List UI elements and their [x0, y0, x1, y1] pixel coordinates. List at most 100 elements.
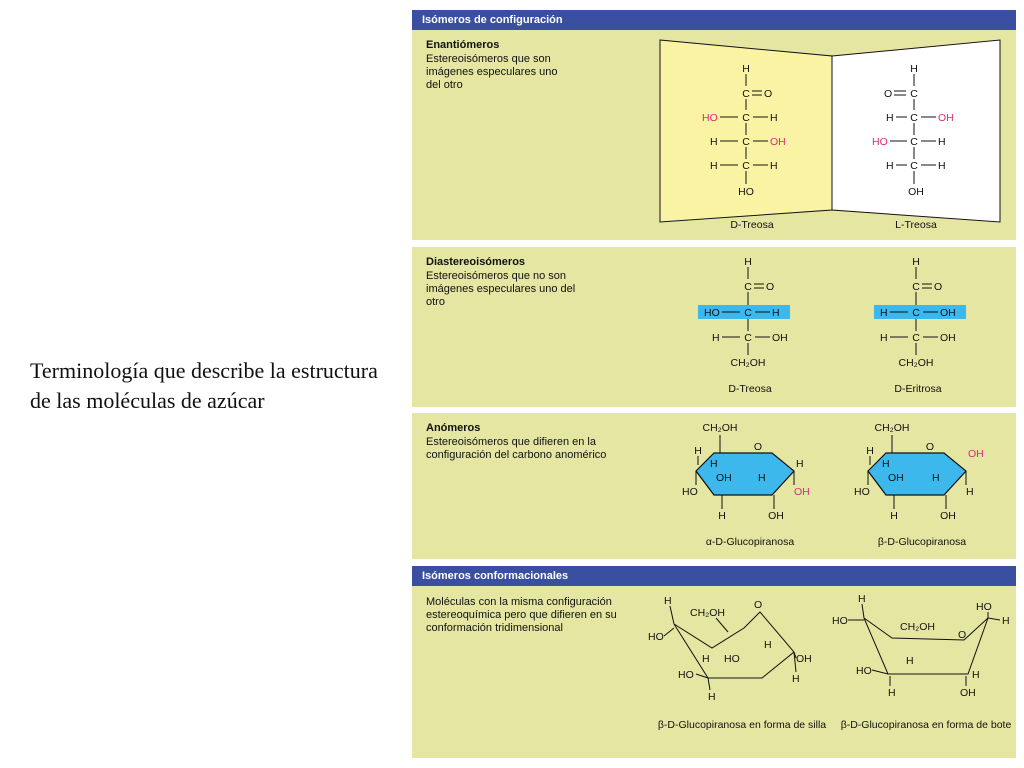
svg-text:CH₂OH: CH₂OH — [690, 607, 725, 619]
alpha-glucopyranose-ring: CH₂OH O H H OH H HO H OH H OH — [682, 422, 810, 522]
d-threose-structure: H C O HO C H H C OH H C H HO — [702, 63, 786, 198]
beta-glucopyranose-ring: CH₂OH O H H OH H HO OH H H OH — [854, 422, 984, 522]
conformational-figure: H HO CH₂OH O H HO H OH HO H H β-D-Glucop… — [648, 593, 1012, 731]
chair-label: β-D-Glucopiranosa en forma de silla — [658, 719, 826, 731]
d-threose-structure-2: H C O HO C H H C OH CH₂OH — [698, 256, 790, 369]
chair-conformation: H HO CH₂OH O H HO H OH HO H H — [648, 595, 812, 703]
highlight-bar — [698, 305, 790, 319]
svg-text:OH: OH — [716, 472, 732, 484]
svg-text:C: C — [910, 136, 918, 148]
svg-text:H: H — [712, 332, 720, 344]
mirror-right-pane — [831, 39, 1001, 223]
svg-text:C: C — [912, 281, 920, 293]
svg-text:O: O — [884, 88, 892, 100]
svg-text:H: H — [912, 256, 920, 268]
d-threose-label-2: D-Treosa — [728, 383, 772, 395]
diastereomers-title: Diastereoisómeros — [426, 256, 526, 268]
enantiomers-figure: H C O HO C H H C OH H C H HO — [659, 39, 1001, 231]
svg-text:HO: HO — [856, 665, 872, 677]
d-erythrose-structure: H C O H C OH H C OH CH₂OH — [874, 256, 966, 369]
svg-text:C: C — [742, 136, 750, 148]
svg-text:H: H — [718, 510, 726, 522]
d-erythrose-label: D-Eritrosa — [894, 383, 941, 395]
svg-text:H: H — [858, 593, 866, 605]
svg-text:C: C — [910, 112, 918, 124]
svg-text:H: H — [906, 655, 914, 667]
svg-text:C: C — [742, 112, 750, 124]
enantiomers-description: Estereoisómeros que son imágenes especul… — [426, 53, 558, 91]
svg-text:H: H — [710, 458, 718, 470]
svg-text:HO: HO — [702, 112, 718, 124]
configuration-header: Isómeros de configuración — [412, 10, 1016, 30]
svg-text:HO: HO — [678, 669, 694, 681]
svg-text:HO: HO — [872, 136, 888, 148]
svg-text:O: O — [934, 281, 942, 293]
svg-text:O: O — [766, 281, 774, 293]
svg-text:H: H — [702, 653, 710, 665]
svg-text:H: H — [938, 136, 946, 148]
svg-text:H: H — [932, 472, 940, 484]
svg-text:OH: OH — [940, 307, 956, 319]
conformational-panel: Isómeros conformacionales Moléculas con … — [412, 566, 1016, 758]
anomers-description: Estereoisómeros que difieren en la confi… — [426, 436, 607, 461]
svg-text:H: H — [792, 673, 800, 685]
svg-text:H: H — [694, 445, 702, 457]
svg-text:H: H — [772, 307, 780, 319]
svg-text:H: H — [886, 112, 894, 124]
l-threose-structure: H O C H C OH HO C H H C H OH — [872, 63, 954, 198]
svg-text:OH: OH — [908, 186, 924, 198]
l-threose-label: L-Treosa — [895, 219, 937, 231]
diastereomers-panel: Diastereoisómeros Estereoisómeros que no… — [412, 247, 1016, 407]
svg-text:HO: HO — [724, 653, 740, 665]
svg-text:C: C — [912, 332, 920, 344]
svg-text:O: O — [754, 441, 762, 453]
beta-glucopyranose-label: β-D-Glucopiranosa — [878, 536, 966, 548]
svg-text:H: H — [888, 687, 896, 699]
svg-text:CH₂OH: CH₂OH — [875, 422, 910, 434]
svg-text:C: C — [744, 281, 752, 293]
svg-text:H: H — [796, 458, 804, 470]
svg-text:CH₂OH: CH₂OH — [900, 621, 935, 633]
svg-text:C: C — [744, 307, 752, 319]
svg-text:C: C — [910, 88, 918, 100]
svg-text:HO: HO — [854, 486, 870, 498]
svg-text:H: H — [708, 691, 716, 703]
enantiomers-panel: Isómeros de configuración Enantiómeros E… — [412, 10, 1016, 240]
boat-label: β-D-Glucopiranosa en forma de bote — [841, 719, 1012, 731]
svg-text:H: H — [866, 445, 874, 457]
svg-text:H: H — [886, 160, 894, 172]
highlight-bar — [874, 305, 966, 319]
svg-text:H: H — [742, 63, 750, 75]
svg-text:OH: OH — [772, 332, 788, 344]
boat-conformation: H HO CH₂OH H HO H O HO H H OH — [832, 593, 1010, 699]
svg-text:H: H — [758, 472, 766, 484]
svg-text:OH: OH — [940, 332, 956, 344]
svg-text:H: H — [880, 307, 888, 319]
svg-text:O: O — [958, 629, 966, 641]
svg-text:H: H — [880, 332, 888, 344]
conformational-header: Isómeros conformacionales — [412, 566, 1016, 586]
svg-text:C: C — [910, 160, 918, 172]
anomers-panel: Anómeros Estereoisómeros que difieren en… — [412, 413, 1016, 559]
svg-text:OH: OH — [888, 472, 904, 484]
svg-text:O: O — [764, 88, 772, 100]
svg-text:OH: OH — [770, 136, 786, 148]
svg-text:OH: OH — [796, 653, 812, 665]
svg-text:HO: HO — [682, 486, 698, 498]
svg-text:CH₂OH: CH₂OH — [731, 357, 766, 369]
svg-text:CH₂OH: CH₂OH — [899, 357, 934, 369]
enantiomers-title: Enantiómeros — [426, 39, 500, 51]
svg-text:H: H — [966, 486, 974, 498]
svg-text:HO: HO — [704, 307, 720, 319]
svg-text:H: H — [910, 63, 918, 75]
diastereomers-description: Estereoisómeros que no son imágenes espe… — [426, 270, 576, 308]
svg-text:H: H — [664, 595, 672, 607]
svg-text:H: H — [770, 112, 778, 124]
svg-text:H: H — [764, 639, 772, 651]
svg-text:H: H — [744, 256, 752, 268]
svg-text:H: H — [770, 160, 778, 172]
svg-text:O: O — [926, 441, 934, 453]
svg-text:OH: OH — [968, 448, 984, 460]
svg-text:H: H — [1002, 615, 1010, 627]
alpha-glucopyranose-label: α-D-Glucopiranosa — [706, 536, 795, 548]
